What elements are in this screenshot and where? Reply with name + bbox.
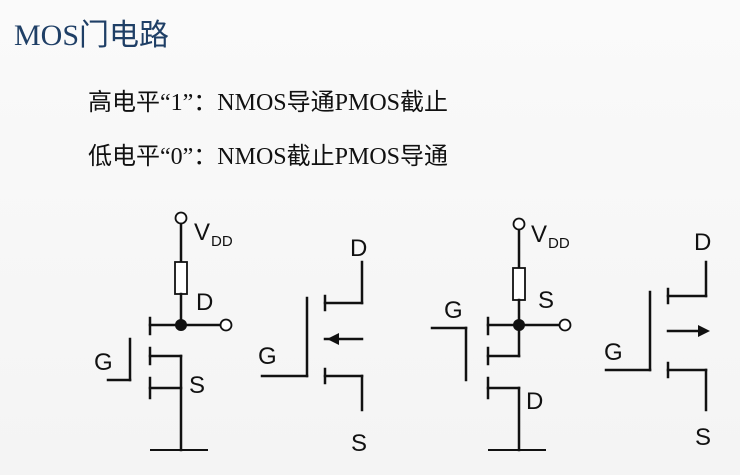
vdd-sub-2: DD: [548, 235, 570, 252]
statement-low-level: 低电平“0”：NMOS截止PMOS导通: [88, 144, 449, 170]
nmos-drain-label: D: [350, 235, 367, 262]
vdd-terminal-2: [512, 217, 526, 231]
pmos-symbol: [604, 260, 710, 412]
source-label-1: S: [189, 372, 205, 399]
load-resistor: [174, 261, 188, 295]
pmos-source-label: S: [695, 424, 711, 451]
gate-label-1: G: [94, 349, 113, 376]
page-title: MOS门电路: [14, 19, 170, 52]
pmos-drain-label: D: [694, 229, 711, 256]
resistor-2: [512, 267, 526, 301]
output-terminal-2: [558, 318, 572, 332]
nmos-gate-label: G: [258, 343, 277, 370]
pmos-arrow: [698, 325, 710, 337]
pmos-gate-label: G: [604, 339, 623, 366]
pmos-circuit: [430, 217, 572, 452]
nmos-symbol: [260, 260, 364, 412]
nmos-circuit: [106, 211, 233, 452]
nmos-arrow: [327, 333, 339, 345]
vdd-sub-1: DD: [211, 233, 233, 250]
nmos-source-label: S: [351, 430, 367, 457]
drain-label-1: D: [196, 289, 213, 316]
vdd-label-1: V: [194, 219, 210, 246]
drain-label-2: D: [526, 388, 543, 415]
statement-high-level: 高电平“1”：NMOS导通PMOS截止: [88, 90, 449, 116]
output-terminal: [219, 318, 233, 332]
source-label-2: S: [538, 287, 554, 314]
vdd-label-2: V: [531, 221, 547, 248]
vdd-terminal: [174, 211, 188, 225]
gate-label-2: G: [444, 297, 463, 324]
